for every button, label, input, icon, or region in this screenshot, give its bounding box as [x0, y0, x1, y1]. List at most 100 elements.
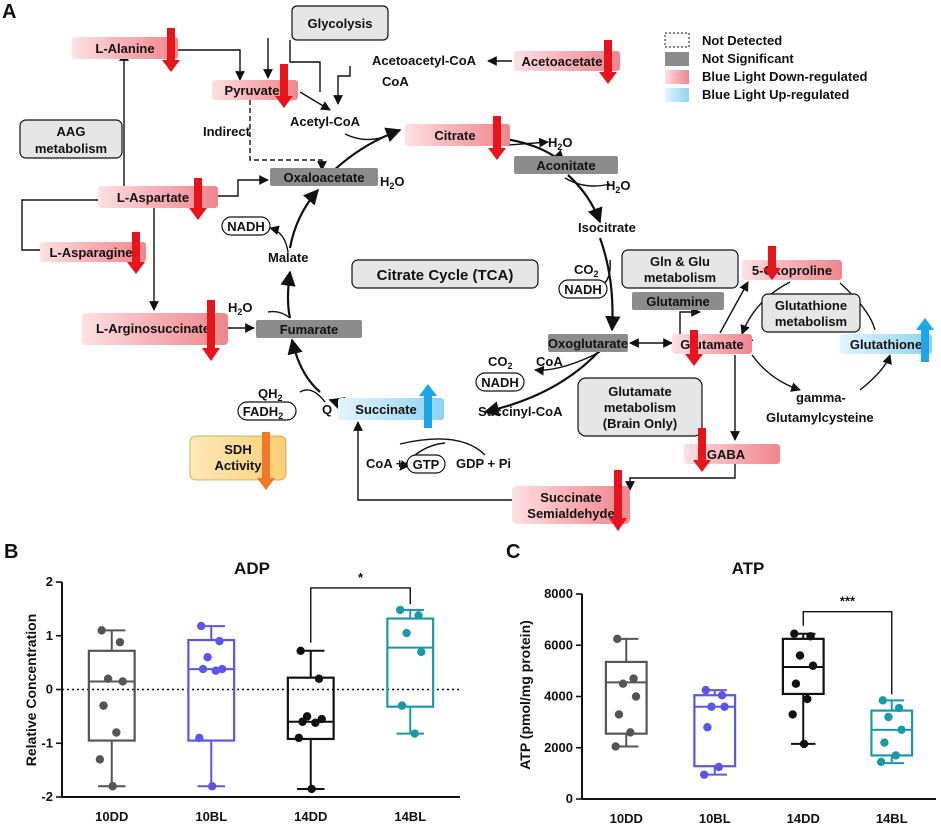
legend-down: Blue Light Down-regulated	[702, 69, 867, 84]
legend-swatch-not-significant	[665, 52, 689, 66]
data-point	[808, 661, 818, 670]
legend-not-significant: Not Significant	[702, 51, 794, 66]
box-14DD	[286, 646, 335, 794]
label-glutamate-met-2: metabolism	[604, 400, 676, 415]
x-tick-label: 10BL	[699, 811, 731, 826]
x-tick-label: 14BL	[394, 809, 426, 824]
down-arrow-arginosuccinate	[202, 300, 220, 361]
atp-marks: ***	[604, 594, 914, 779]
box-acetoacetate	[514, 51, 620, 71]
label-glycolysis: Glycolysis	[307, 16, 372, 31]
label-oxoglutarate: Oxoglutarate	[548, 336, 628, 351]
legend: Not Detected Not Significant Blue Light …	[664, 32, 867, 102]
data-point	[314, 674, 324, 683]
label-h2o-1: H2O	[548, 135, 573, 152]
label-nadh-1: NADH	[227, 219, 265, 234]
x-tick-label: 10DD	[610, 811, 643, 826]
data-point	[207, 782, 217, 791]
label-ssa-1: Succinate	[540, 490, 601, 505]
data-point	[720, 702, 729, 711]
label-gln-glu-1: Gln & Glu	[650, 254, 710, 269]
x-tick-label: 10DD	[95, 809, 128, 824]
box-aspartate	[98, 186, 218, 208]
significance-bracket	[802, 611, 893, 695]
box-tca	[351, 259, 539, 289]
box-14BL	[870, 696, 914, 767]
label-glutathione-met-1: Glutathione	[775, 298, 847, 313]
label-h2o-4: H2O	[228, 300, 253, 317]
box-alanine	[72, 37, 178, 59]
box-glutathione	[840, 334, 932, 354]
data-point	[790, 629, 799, 638]
box-oxoglutarate	[548, 334, 628, 352]
label-h2o-2: H2O	[606, 178, 631, 195]
label-fumarate: Fumarate	[280, 322, 339, 337]
data-point	[298, 717, 307, 726]
label-glutathione-met-2: metabolism	[775, 314, 847, 329]
label-alanine: L-Alanine	[95, 41, 154, 56]
panel-label-a: A	[2, 1, 16, 23]
data-point	[613, 634, 622, 644]
data-point	[95, 755, 105, 764]
data-point	[699, 770, 709, 779]
adp-title: ADP	[234, 559, 270, 578]
label-oxaloacetate: Oxaloacetate	[284, 170, 365, 185]
data-point	[307, 784, 316, 794]
data-point	[707, 702, 716, 711]
panel-label-b: B	[4, 541, 18, 563]
box-rect	[187, 638, 236, 742]
y-tick-label: 0	[46, 682, 53, 697]
atp-title: ATP	[732, 559, 765, 578]
data-point	[795, 651, 805, 660]
data-point	[703, 723, 712, 732]
data-point	[806, 632, 815, 641]
pathway-labels: Acetoacetyl-CoA CoA Acetyl-CoA Indirect …	[203, 53, 874, 474]
box-10DD	[87, 626, 136, 791]
down-arrow-citrate	[488, 116, 506, 160]
down-arrow-pyruvate	[275, 64, 293, 108]
data-point	[294, 733, 304, 743]
data-point	[203, 653, 212, 662]
data-point	[395, 605, 405, 615]
data-point	[215, 636, 224, 646]
label-gamma: gamma-	[796, 390, 846, 405]
label-coa-2: CoA	[536, 354, 563, 369]
label-aconitate: Aconitate	[536, 158, 595, 173]
label-co2-2: CO2	[488, 354, 513, 371]
label-nadh-2: NADH	[564, 282, 602, 297]
label-sdh-1: SDH	[224, 442, 251, 457]
label-glutamate-met-1: Glutamate	[608, 384, 672, 399]
label-co2-1: CO2	[574, 262, 599, 279]
pill-nadh-1	[221, 216, 271, 236]
adp-ylabel: Relative Concentration	[23, 614, 39, 766]
box-gaba	[684, 444, 780, 464]
label-aspartate: L-Aspartate	[117, 190, 189, 205]
chart-adp: B ADP Relative Concentration -2-101210DD…	[4, 541, 460, 824]
down-arrow-alanine	[162, 28, 180, 72]
metabolites: L-Alanine Pyruvate L-Aspartate L-Asparag…	[40, 37, 932, 524]
pill-nadh-3	[475, 372, 525, 392]
data-point	[614, 710, 624, 719]
y-tick-label: 0	[566, 791, 573, 806]
box-10DD	[604, 634, 648, 751]
data-point	[296, 646, 305, 655]
label-glutamine: Glutamine	[646, 294, 710, 309]
label-acetoacetate: Acetoacetate	[522, 54, 603, 69]
chart-atp: C ATP ATP (pmol/mg protein) 020004000600…	[506, 541, 936, 826]
label-acetoacetyl-coa: Acetoacetyl-CoA	[372, 53, 477, 68]
label-nadh-3: NADH	[481, 375, 519, 390]
y-tick-label: 1	[46, 628, 53, 643]
label-glutamylcysteine: Glutamylcysteine	[766, 410, 874, 425]
regulation-arrows	[127, 28, 934, 531]
label-q: Q	[322, 402, 332, 417]
data-point	[626, 728, 635, 737]
label-gtp: GTP	[413, 457, 440, 472]
down-arrow-asparagine	[127, 232, 145, 274]
adp-marks: *	[87, 570, 435, 794]
box-rect	[604, 660, 648, 735]
significance-label: ***	[840, 594, 856, 609]
data-point	[618, 679, 628, 688]
label-indirect: Indirect	[203, 124, 251, 139]
